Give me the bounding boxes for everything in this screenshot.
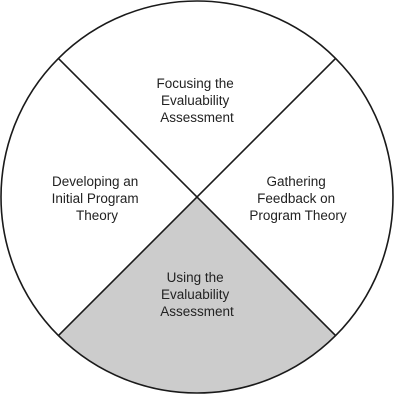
quadrant-bottom-label-line: Evaluability (161, 287, 230, 302)
quadrant-top-label: Focusing the Evaluability Assessment (156, 76, 237, 125)
quadrant-left-label-line: Developing an (52, 174, 138, 189)
quadrant-right-label-line: Feedback on (257, 191, 335, 206)
quadrant-bottom-label-line: Assessment (160, 304, 234, 319)
outer-circle (0, 0, 394, 394)
quadrant-top (58, 0, 336, 197)
quadrant-top-label-line: Assessment (160, 110, 234, 125)
quadrant-left (0, 58, 197, 336)
quadrant-bottom-label-line: Using the (167, 270, 224, 285)
quadrant-bottom (58, 197, 336, 394)
divider-line-diagonal-b (57, 57, 337, 337)
quadrant-right-label-line: Gathering (266, 174, 325, 189)
quadrant-top-label-line: Evaluability (161, 93, 230, 108)
quadrant-bottom-label: Using the Evaluability Assessment (160, 270, 234, 319)
quadrant-top-label-line: Focusing the (156, 76, 233, 91)
quadrant-right-label-line: Program Theory (249, 208, 347, 223)
quadrant-left-label-line: Initial Program (52, 191, 139, 206)
quadrant-left-label: Developing an Initial Program Theory (52, 174, 143, 223)
quadrant-left-label-line: Theory (76, 208, 118, 223)
quadrant-right-label: Gathering Feedback on Program Theory (249, 174, 347, 223)
quadrant-right (197, 58, 394, 336)
